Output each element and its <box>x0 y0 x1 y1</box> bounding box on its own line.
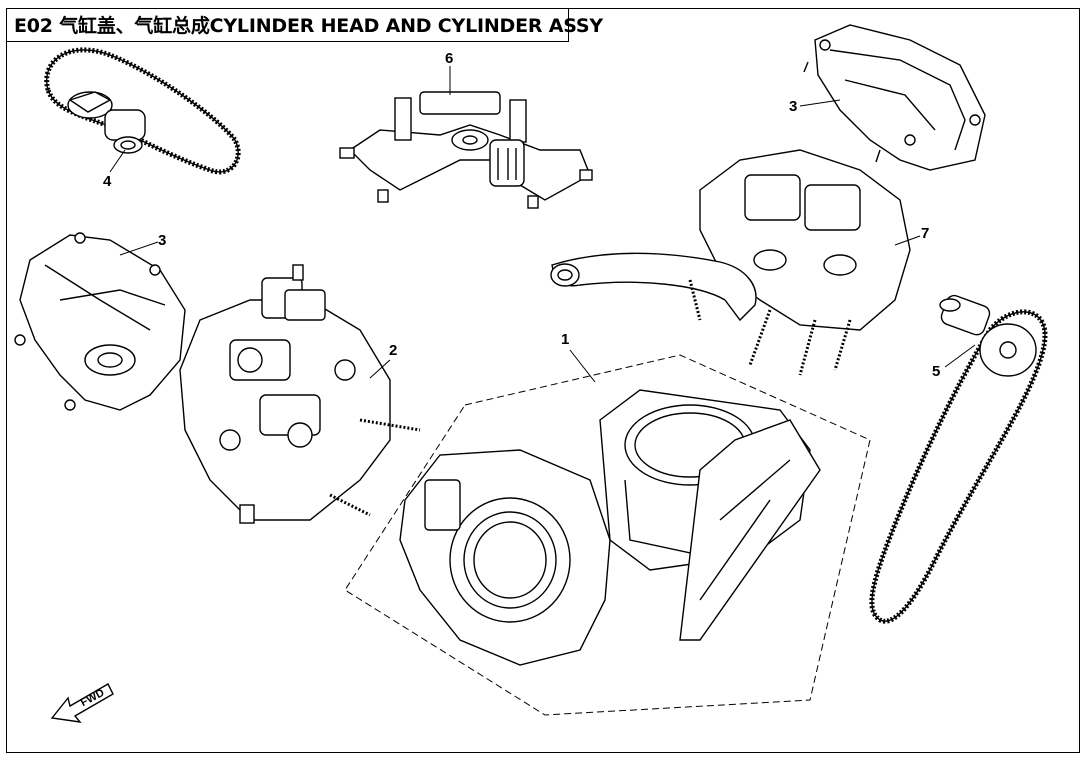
forward-arrow-icon <box>50 683 114 723</box>
callout-4: 4 <box>103 173 112 190</box>
callout-3-upper: 3 <box>789 98 798 115</box>
callout-2: 2 <box>389 342 398 359</box>
leader-2 <box>369 359 391 379</box>
timing-chain-lower-part <box>869 294 1048 624</box>
timing-chain-upper-part <box>44 47 241 175</box>
cylinder-block-group <box>344 354 871 716</box>
leader-7 <box>894 235 921 246</box>
cylinder-head-right-part <box>550 149 911 376</box>
cylinder-head-cover-right-part <box>803 24 986 171</box>
callout-7: 7 <box>921 225 930 242</box>
cylinder-head-cover-left-part <box>14 232 186 411</box>
cylinder-block-part <box>399 389 821 666</box>
leader-4 <box>109 149 126 173</box>
title-block: E02 气缸盖、气缸总成CYLINDER HEAD AND CYLINDER A… <box>6 8 603 42</box>
callout-5: 5 <box>932 363 941 380</box>
leader-3a <box>799 99 841 107</box>
diagram-title: E02 气缸盖、气缸总成CYLINDER HEAD AND CYLINDER A… <box>14 15 603 37</box>
callout-1: 1 <box>561 331 570 348</box>
callout-6: 6 <box>445 50 454 67</box>
leader-3b <box>119 241 159 256</box>
drawing-frame <box>6 8 1080 753</box>
leader-1 <box>569 349 596 383</box>
callout-3-left: 3 <box>158 232 167 249</box>
leader-5 <box>944 344 976 368</box>
intake-manifold-part <box>339 91 593 209</box>
cylinder-head-left-part <box>179 264 421 524</box>
